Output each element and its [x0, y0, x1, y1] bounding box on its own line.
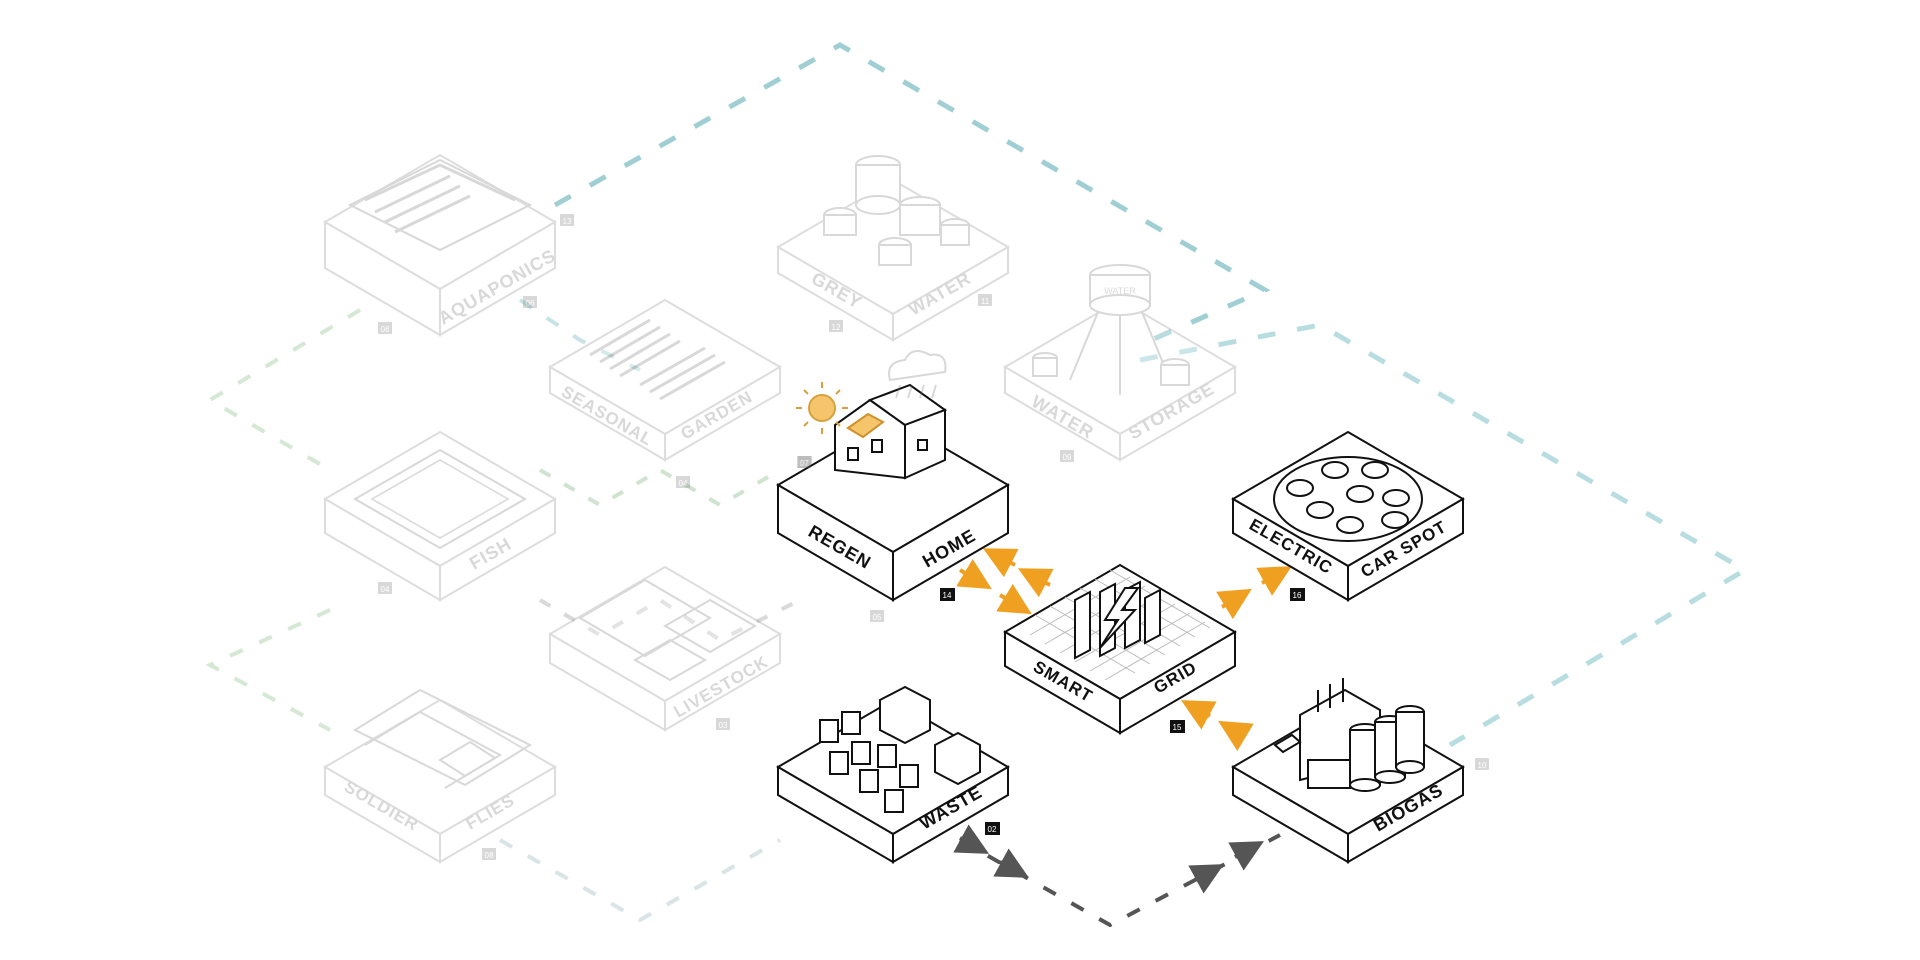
- svg-text:07: 07: [800, 459, 809, 468]
- svg-text:10: 10: [1478, 761, 1487, 770]
- livestock-pen-icon: [578, 578, 757, 682]
- module-water-storage[interactable]: WATER WATER STORAGE 09: [1003, 264, 1237, 462]
- module-fish[interactable]: FISH 04: [323, 430, 557, 602]
- sun-icon: [796, 382, 848, 434]
- svg-text:15: 15: [1173, 723, 1182, 732]
- energy-arrow-biogas-to-grid-1: [1218, 720, 1254, 752]
- rain-cloud-icon: [888, 350, 947, 399]
- svg-text:16: 16: [1293, 591, 1302, 600]
- module-livestock[interactable]: LIVESTOCK 05 03: [548, 565, 884, 732]
- water-tanks-icon: [823, 155, 970, 266]
- tag: 03: [716, 718, 730, 730]
- module-smart-grid[interactable]: SMART GRID 15: [1003, 563, 1237, 735]
- module-seasonal-garden[interactable]: SEASONAL GARDEN 07 04: [548, 298, 812, 488]
- svg-text:14: 14: [943, 591, 952, 600]
- food-flow-path: [206, 308, 362, 472]
- tag: 06: [523, 296, 537, 308]
- tag: 12: [829, 320, 843, 332]
- tag: 11: [978, 294, 992, 306]
- energy-arrow-grid-to-home-2: [1017, 568, 1054, 598]
- tag: 07: [797, 456, 811, 468]
- tag: 05: [870, 610, 884, 622]
- waste-arrow-4: [1228, 841, 1265, 871]
- fish-pond-icon: [352, 448, 528, 550]
- food-flow-path-mid: [538, 467, 782, 508]
- tag: 14: [940, 588, 955, 601]
- energy-arrow-biogas-to-grid-2: [1180, 700, 1217, 730]
- energy-arrow-home-to-grid-2: [996, 583, 1032, 615]
- water-flow-path-outer: [1139, 322, 1750, 748]
- tag: 02: [985, 822, 1000, 835]
- tag: 08: [378, 322, 392, 334]
- energy-arrow-grid-to-car-1: [1216, 588, 1252, 620]
- svg-text:12: 12: [832, 323, 841, 332]
- waste-arrow-1: [953, 824, 990, 854]
- flow-network: [205, 42, 1750, 928]
- svg-text:03: 03: [719, 721, 728, 730]
- svg-text:05: 05: [873, 613, 882, 622]
- svg-text:04: 04: [679, 479, 688, 488]
- tag: 13: [560, 214, 574, 226]
- module-electric-car-spot[interactable]: ELECTRIC CAR SPOT 16: [1231, 430, 1465, 602]
- svg-text:07: 07: [801, 459, 810, 468]
- module-biogas[interactable]: BIOGAS 10: [1231, 678, 1489, 864]
- lightning-icon: [1074, 580, 1161, 660]
- water-flow-path: [553, 42, 1271, 348]
- tag: 08: [482, 848, 496, 860]
- module-regen-home[interactable]: REGEN HOME 14 07: [776, 350, 1010, 602]
- svg-text:06: 06: [526, 299, 535, 308]
- svg-text:08: 08: [381, 325, 390, 334]
- waste-arrow-2: [993, 848, 1030, 878]
- svg-text:02: 02: [988, 825, 997, 834]
- tag: 04: [676, 476, 690, 488]
- svg-text:08: 08: [485, 851, 494, 860]
- greenhouse-icon: [347, 158, 533, 252]
- water-tower-icon: WATER: [1032, 264, 1190, 395]
- house-icon: [834, 383, 948, 480]
- car-icon: [1273, 456, 1423, 542]
- tag: 16: [1290, 588, 1305, 601]
- module-waste[interactable]: WASTE 02: [776, 685, 1010, 864]
- tag: 15: [1170, 720, 1185, 733]
- waste-arrow-3: [1188, 864, 1225, 894]
- tag: 10: [1475, 758, 1489, 770]
- module-soldier-flies[interactable]: SOLDIER FLIES 08: [323, 688, 557, 864]
- energy-arrow-grid-to-car-2: [1256, 566, 1292, 596]
- tag: 09: [1060, 450, 1074, 462]
- fly-farm-icon: [352, 688, 533, 789]
- svg-text:WATER: WATER: [1104, 286, 1136, 296]
- module-grey-water[interactable]: GREY WATER 11 12: [776, 155, 1010, 342]
- svg-text:04: 04: [381, 585, 390, 594]
- food-flow-path-bottom: [499, 838, 781, 923]
- svg-text:13: 13: [563, 217, 572, 226]
- energy-arrow-home-to-grid-1: [956, 558, 992, 590]
- tag: 07: [798, 456, 812, 468]
- tag: 04: [378, 582, 392, 594]
- energy-arrow-grid-to-home-1: [982, 548, 1019, 578]
- waste-flow-path: [959, 833, 1281, 928]
- biogas-plant-icon: [1273, 678, 1425, 792]
- garden-icon: [589, 318, 726, 401]
- module-aquaponics[interactable]: AQUAPONICS 13 06 08: [323, 153, 574, 337]
- waste-bins-icon: [819, 685, 981, 813]
- svg-text:11: 11: [981, 297, 990, 306]
- food-flow-path-lower: [205, 608, 331, 732]
- water-flow-path-inner: [518, 298, 641, 372]
- svg-text:09: 09: [1063, 453, 1072, 462]
